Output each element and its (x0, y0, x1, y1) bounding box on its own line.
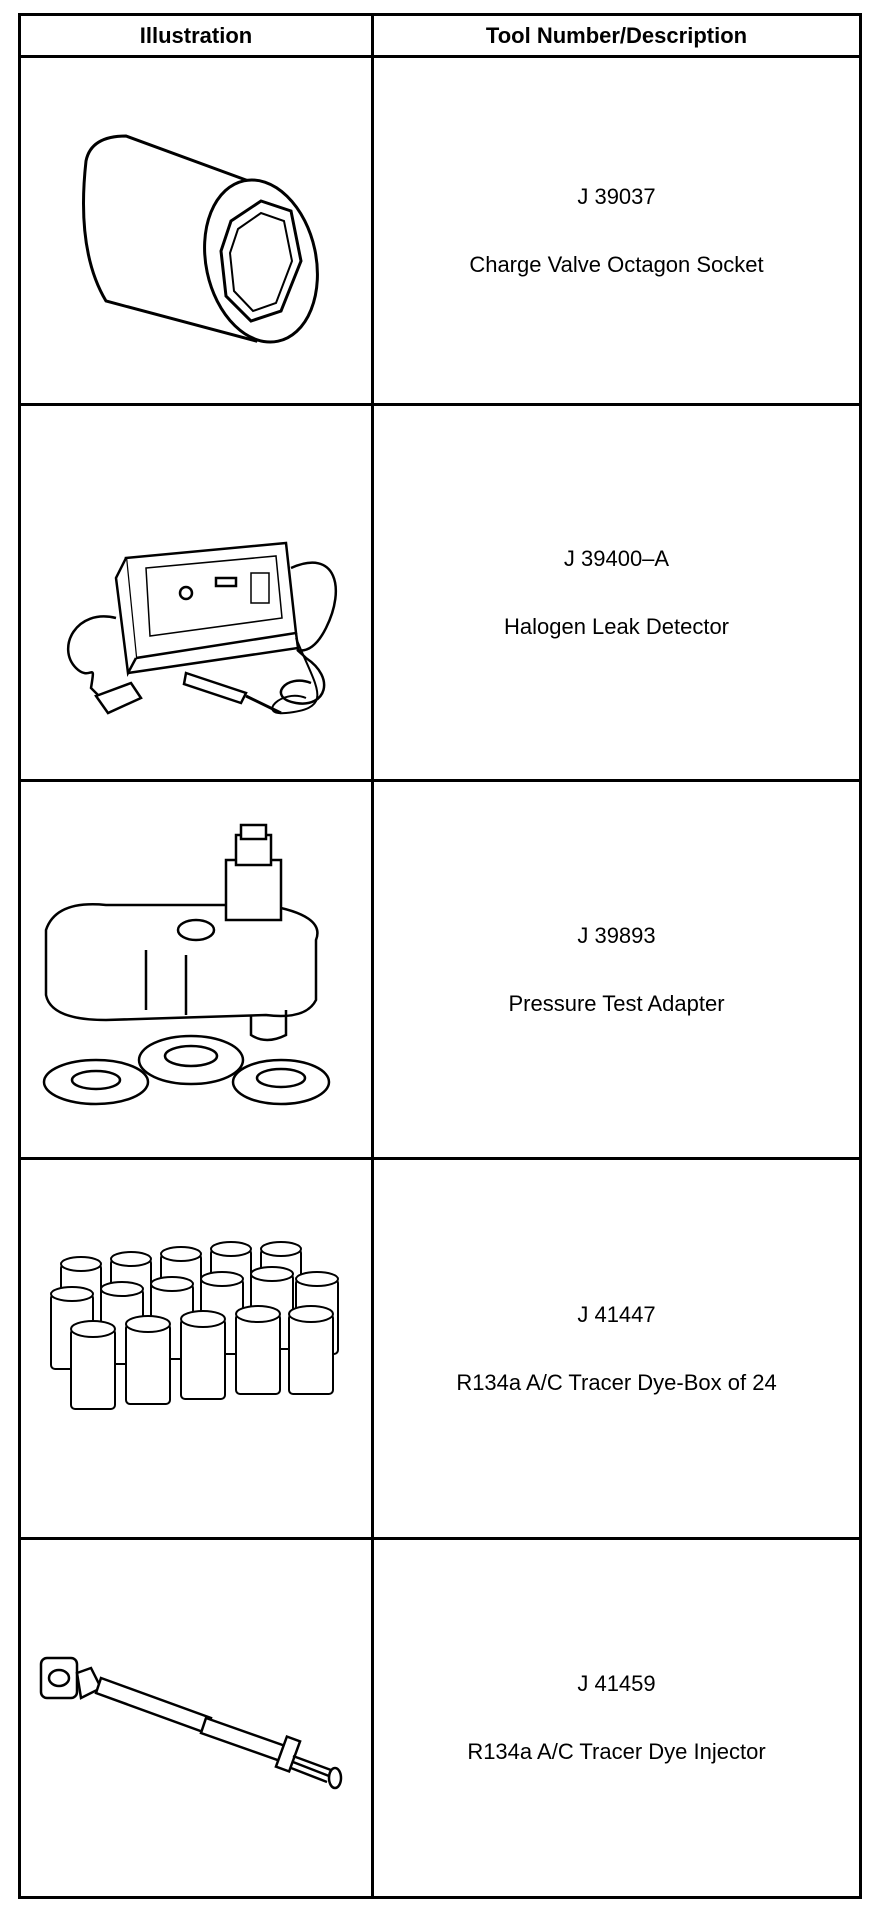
table-row: J 41459 R134a A/C Tracer Dye Injector (21, 1540, 859, 1896)
tool-number: J 41459 (577, 1671, 656, 1696)
header-tool-number: Tool Number/Description (485, 23, 748, 48)
tool-description-cell: J 39893 Pressure Test Adapter (374, 782, 859, 1157)
tool-description: Halogen Leak Detector (503, 613, 730, 639)
table-row: J 39037 Charge Valve Octagon Socket (21, 58, 859, 406)
tool-description-cell: J 39037 Charge Valve Octagon Socket (374, 58, 859, 403)
tool-number: J 39400–A (563, 545, 670, 571)
tool-table: Illustration Tool Number/Description J 3… (18, 13, 862, 1899)
tool-description-cell: J 41447 R134a A/C Tracer Dye-Box of 24 (374, 1160, 859, 1537)
tool-number: J 41447 (577, 1301, 656, 1327)
leak-detector-icon (21, 406, 371, 779)
tool-description: R134a A/C Tracer Dye Injector (467, 1739, 766, 1764)
pressure-adapter-icon (21, 782, 371, 1157)
tool-description: R134a A/C Tracer Dye-Box of 24 (456, 1369, 777, 1395)
tool-number: J 39893 (577, 922, 656, 948)
dye-injector-icon (21, 1540, 371, 1896)
table-row: J 41447 R134a A/C Tracer Dye-Box of 24 (21, 1160, 859, 1540)
header-illustration: Illustration (139, 23, 253, 48)
tool-description-cell: J 39400–A Halogen Leak Detector (374, 406, 859, 779)
octagon-socket-icon (21, 58, 371, 403)
table-header: Illustration Tool Number/Description (21, 16, 859, 58)
tool-description-cell: J 41459 R134a A/C Tracer Dye Injector (374, 1540, 859, 1896)
tool-number: J 39037 (577, 183, 656, 209)
tool-description: Pressure Test Adapter (508, 990, 725, 1016)
table-row: J 39893 Pressure Test Adapter (21, 782, 859, 1160)
tool-description: Charge Valve Octagon Socket (469, 251, 764, 277)
dye-box-icon (21, 1160, 371, 1537)
table-row: J 39400–A Halogen Leak Detector (21, 406, 859, 782)
column-divider (371, 16, 374, 1896)
